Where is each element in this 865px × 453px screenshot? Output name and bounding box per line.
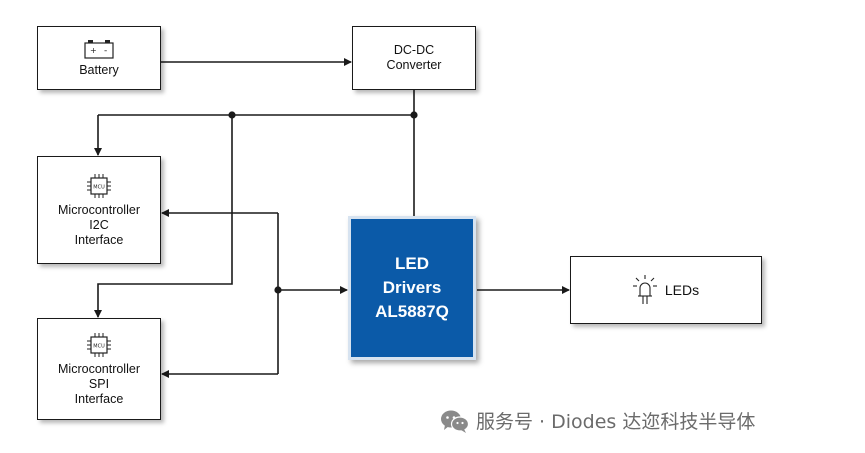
mcu-spi-line1: Microcontroller — [58, 361, 140, 376]
junction-dot — [274, 286, 282, 294]
dcdc-label-line2: Converter — [386, 58, 442, 72]
watermark: 服务号 · Diodes 达迩科技半导体 — [440, 407, 755, 434]
mcu-i2c-line3: Interface — [74, 232, 124, 247]
mcu-i2c-line2: I2C — [89, 217, 109, 232]
microcontroller-spi-block: MCU Microcontroller SPI Interface — [37, 318, 161, 420]
battery-block: + - Battery — [37, 26, 161, 90]
battery-icon: + - — [84, 39, 114, 59]
junction-dot — [410, 111, 418, 119]
led-driver-block: LED Drivers AL5887Q — [348, 216, 476, 360]
svg-text:+: + — [90, 46, 97, 55]
mcu-spi-line3: Interface — [74, 391, 124, 406]
chip-icon: MCU — [87, 173, 111, 198]
dcdc-label-line1: DC-DC — [393, 43, 435, 57]
driver-line1: LED — [395, 254, 429, 273]
leds-label: LEDs — [664, 281, 700, 298]
led-bulb-icon — [632, 275, 657, 304]
watermark-text: 服务号 · Diodes 达迩科技半导体 — [476, 411, 756, 433]
dcdc-converter-block: DC-DC Converter — [352, 26, 476, 90]
microcontroller-i2c-block: MCU Microcontroller I2C Interface — [37, 156, 161, 264]
mcu-i2c-line1: Microcontroller — [58, 202, 140, 217]
power-to-spi-line — [94, 115, 233, 318]
chip-icon: MCU — [87, 332, 111, 357]
driver-line3: AL5887Q — [375, 302, 449, 321]
chip-icon-label: MCU — [93, 343, 105, 349]
chip-icon-label: MCU — [93, 184, 105, 190]
svg-text:-: - — [104, 46, 107, 56]
wechat-icon — [441, 410, 470, 433]
junction-dot — [228, 111, 236, 119]
driver-line2: Drivers — [382, 278, 442, 297]
battery-label: Battery — [79, 62, 119, 77]
mcu-spi-line2: SPI — [88, 376, 110, 391]
leds-block: LEDs — [570, 256, 762, 324]
